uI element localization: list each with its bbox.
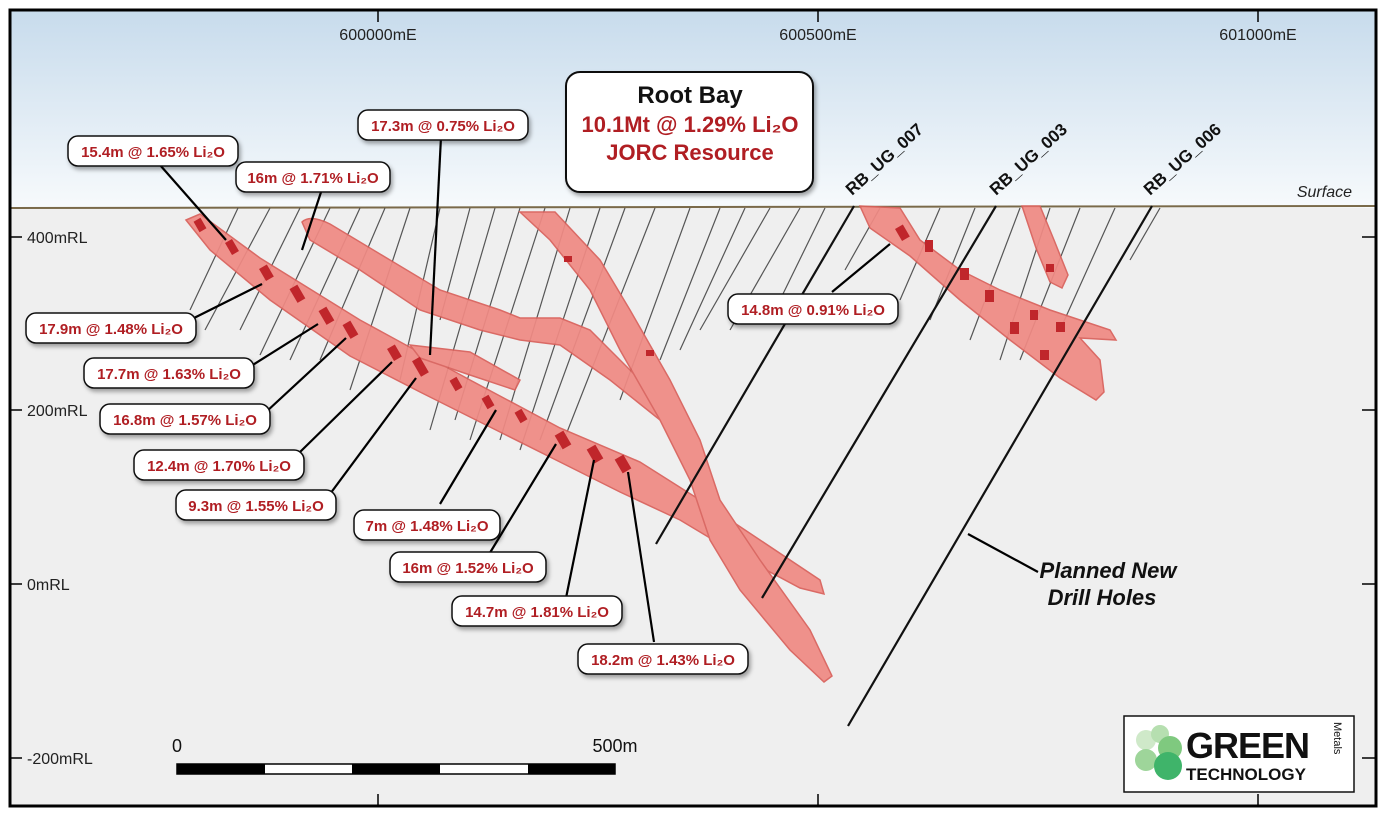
easting-label: 600000mE (339, 27, 416, 44)
planned-drill-holes (655, 205, 1153, 727)
resource-title-box (565, 71, 814, 193)
logo-word-technology: TECHNOLOGY (1186, 765, 1307, 784)
intercept-callout: 18.2m @ 1.43% Li₂O (591, 652, 735, 669)
intercept-callout: 17.9m @ 1.48% Li₂O (39, 321, 183, 338)
intercept-callout: 12.4m @ 1.70% Li₂O (147, 458, 291, 475)
rl-label: -200mRL (27, 751, 93, 768)
intercept-callout: 16m @ 1.71% Li₂O (247, 170, 379, 187)
intercept-callouts: 15.4m @ 1.65% Li₂O 16m @ 1.71% Li₂O 17.3… (25, 109, 899, 675)
planned-holes-label: Drill Holes (1048, 585, 1157, 610)
intercept-callout: 17.7m @ 1.63% Li₂O (97, 366, 241, 383)
logo-word-metals: Metals (1331, 722, 1343, 755)
easting-axis: 600000mE 600500mE 601000mE (339, 10, 1297, 806)
intercept-callout: 14.7m @ 1.81% Li₂O (465, 604, 609, 621)
figure-border (8, 8, 1378, 808)
planned-holes-label: Planned New (1040, 558, 1179, 583)
resource-tonnage: 10.1Mt @ 1.29% Li₂O (581, 112, 798, 137)
intercept-callout: 16m @ 1.52% Li₂O (402, 560, 534, 577)
intercept-callout: 15.4m @ 1.65% Li₂O (81, 144, 225, 161)
scale-start-label: 0 (172, 736, 182, 756)
resource-title: Root Bay (637, 82, 743, 109)
easting-label: 600500mE (779, 27, 856, 44)
resource-category: JORC Resource (606, 140, 774, 165)
intercept-callout: 17.3m @ 0.75% Li₂O (371, 118, 515, 135)
pegmatite-orebodies (184, 205, 1118, 683)
rl-label: 200mRL (27, 403, 88, 420)
surface-line (9, 205, 1377, 209)
intercept-callout: 9.3m @ 1.55% Li₂O (188, 498, 324, 515)
easting-label: 601000mE (1219, 27, 1296, 44)
scale-bar: 0 500m (172, 736, 638, 775)
intercept-callout: 16.8m @ 1.57% Li₂O (113, 412, 257, 429)
intercept-callout: 7m @ 1.48% Li₂O (365, 518, 488, 535)
rl-axis: 400mRL 200mRL 0mRL -200mRL (10, 230, 1376, 768)
scale-end-label: 500m (592, 736, 637, 756)
green-technology-metals-logo: GREEN TECHNOLOGY Metals (1123, 715, 1355, 793)
rl-label: 400mRL (27, 230, 88, 247)
callout-leaders (159, 136, 1039, 643)
intercept-markers (193, 217, 1065, 474)
logo-word-green: GREEN (1186, 725, 1309, 766)
surface-label: Surface (1297, 184, 1352, 201)
intercept-callout: 14.8m @ 0.91% Li₂O (741, 302, 885, 319)
rl-label: 0mRL (27, 577, 70, 594)
